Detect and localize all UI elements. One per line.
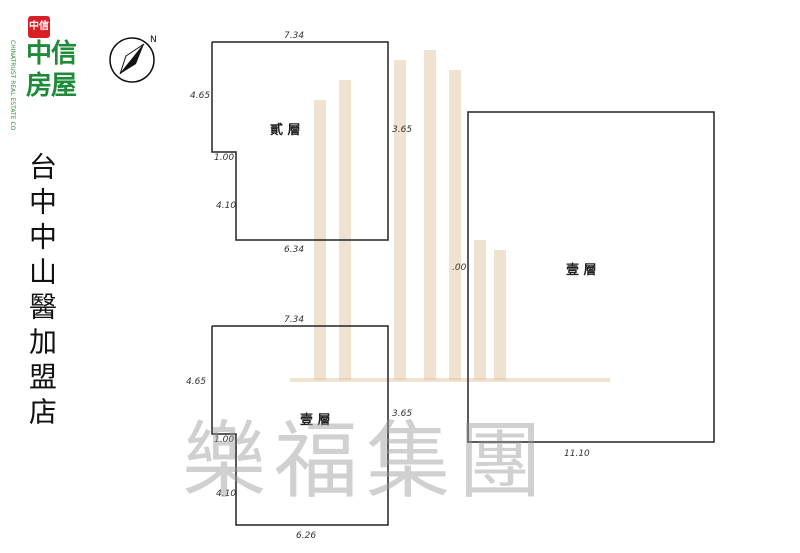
floor-1-dim-left-upper: 4.65	[186, 377, 206, 387]
floor-2-dim-top: 7.34	[284, 31, 304, 41]
floor-1-dim-right: 3.65	[392, 409, 412, 419]
floor-1-dim-left-lower: 4.10	[216, 489, 236, 499]
site-plan	[467, 111, 715, 443]
floor-2-dim-left-upper: 4.65	[190, 91, 210, 101]
logo-line-2: 房屋	[26, 71, 77, 101]
watermark-text: 樂福集團	[182, 412, 551, 510]
floor-1-dim-notch: 1.00	[214, 435, 234, 445]
site-label: 壹 層	[566, 262, 597, 278]
floor-2-dim-notch: 1.00	[214, 153, 234, 163]
floor-1-dim-bottom: 6.26	[296, 531, 316, 541]
floor-1-dim-top: 7.34	[284, 315, 304, 325]
floor-1-plan	[211, 325, 389, 526]
floor-2-label: 貳 層	[270, 122, 301, 138]
logo-line-1: 中信	[26, 39, 77, 69]
north-label: N	[150, 35, 157, 45]
site-dim-left: .00	[452, 263, 467, 273]
floor-2-dim-right: 3.65	[392, 125, 412, 135]
floor-2-plan	[211, 41, 389, 241]
logo-badge: 中信	[28, 16, 50, 38]
floor-2-dim-left-lower: 4.10	[216, 201, 236, 211]
site-dim-bottom: 11.10	[564, 449, 590, 459]
floor-1-label: 壹 層	[300, 412, 331, 428]
floor-2-dim-bottom: 6.34	[284, 245, 304, 255]
store-name: 台中中山醫加盟店	[25, 152, 58, 432]
compass-icon: N	[109, 35, 157, 83]
company-logo: 中信 CHINATRUST REAL ESTATE CO. 中信 房屋	[9, 10, 90, 130]
watermark-building-icon	[290, 50, 610, 382]
logo-vertical-text: CHINATRUST REAL ESTATE CO.	[9, 40, 16, 130]
